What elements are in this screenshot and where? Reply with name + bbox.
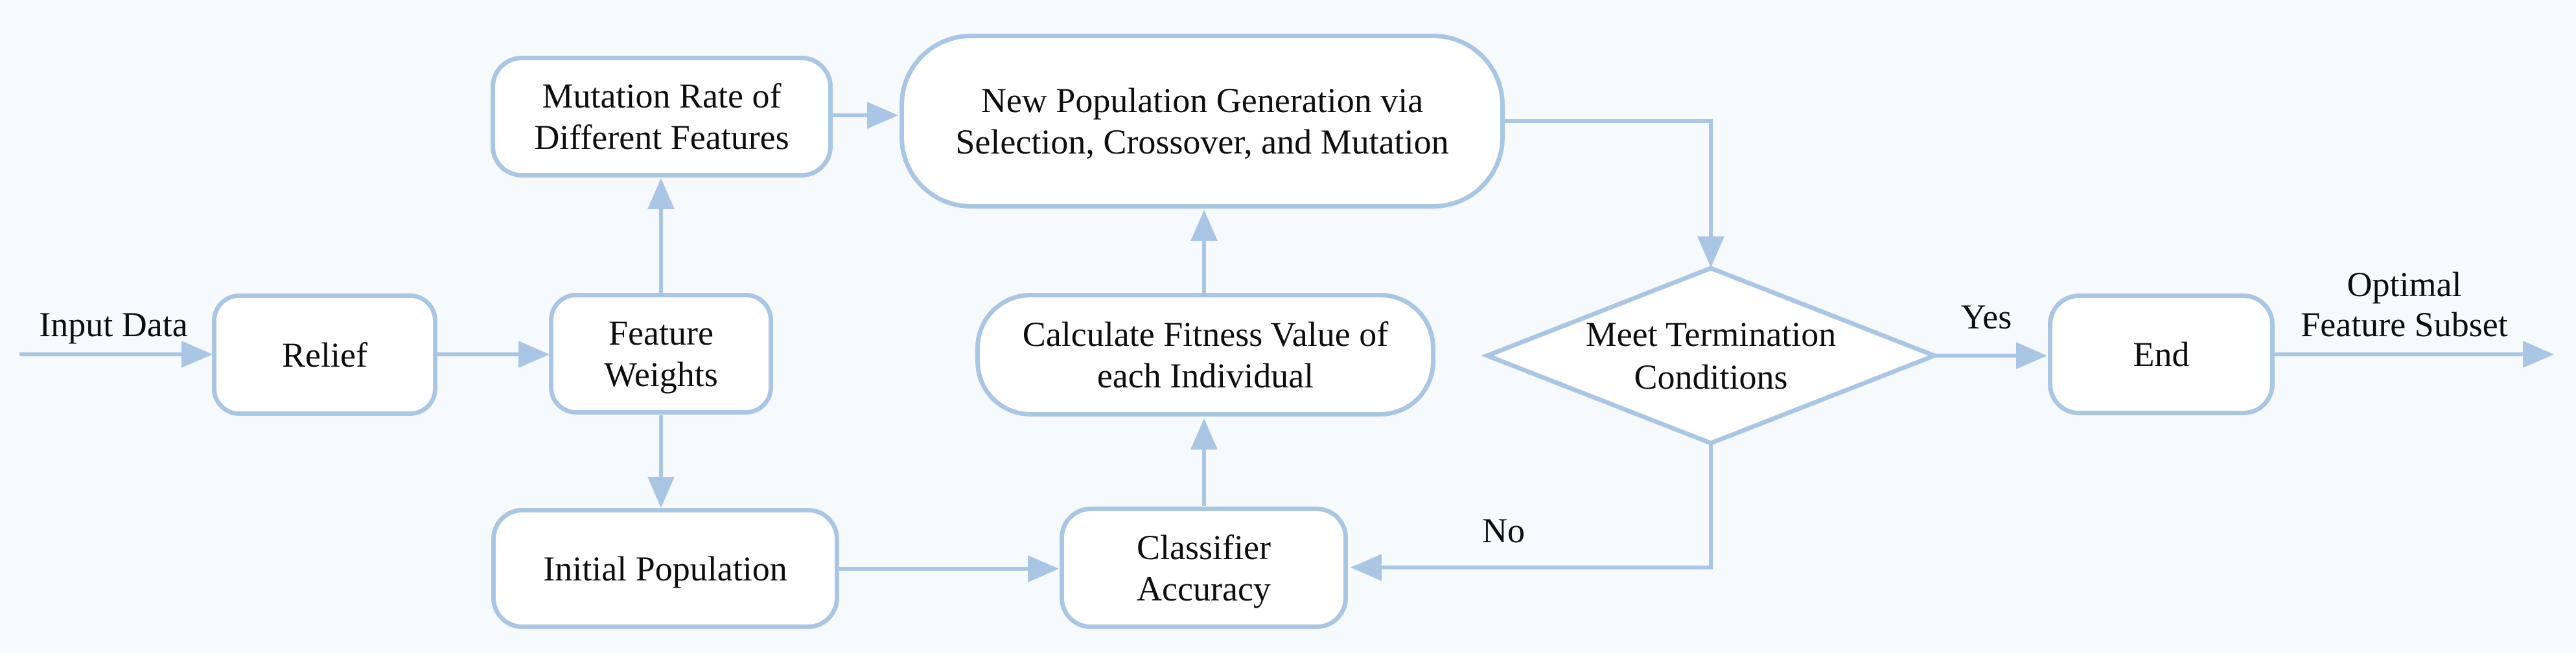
node-initial-population: Initial Population [491, 508, 839, 629]
node-calculate-fitness-line1: Calculate Fitness Value of [1022, 314, 1389, 354]
node-feature-weights-line2: Weights [604, 355, 718, 394]
node-termination-decision-label: Meet Termination Conditions [1549, 312, 1873, 399]
input-data-label: Input Data [13, 305, 214, 344]
node-mutation-rate-line2: Different Features [534, 118, 789, 157]
edge-decision-no-to-classifier [1351, 443, 1713, 581]
node-feature-weights-line1: Feature [609, 314, 714, 352]
node-new-population-line2: Selection, Crossover, and Mutation [955, 122, 1449, 161]
decision-diamond-shape [1481, 266, 1941, 446]
node-initial-population-label: Initial Population [543, 549, 787, 588]
node-classifier-accuracy-line2: Accuracy [1137, 569, 1271, 608]
node-calculate-fitness: Calculate Fitness Value of each Individu… [975, 293, 1435, 417]
no-text: No [1482, 511, 1525, 550]
node-new-population: New Population Generation via Selection,… [899, 34, 1505, 209]
yes-text: Yes [1960, 297, 2012, 336]
node-classifier-accuracy-line1: Classifier [1137, 527, 1271, 567]
node-termination-decision-line2: Conditions [1634, 358, 1788, 396]
input-data-text: Input Data [39, 305, 188, 344]
node-feature-weights: Feature Weights [549, 293, 773, 415]
node-termination-decision-line1: Meet Termination [1585, 315, 1837, 354]
node-mutation-rate: Mutation Rate of Different Features [491, 56, 833, 178]
node-relief-label: Relief [282, 335, 367, 374]
node-classifier-accuracy: Classifier Accuracy [1060, 507, 1348, 629]
optimal-feature-subset-line2: Feature Subset [2301, 305, 2508, 344]
node-calculate-fitness-line2: each Individual [1097, 356, 1314, 395]
optimal-feature-subset-label: Optimal Feature Subset [2255, 264, 2553, 345]
node-new-population-line1: New Population Generation via [981, 81, 1424, 120]
node-mutation-rate-line1: Mutation Rate of [542, 76, 782, 115]
edge-new-population-to-decision [1505, 119, 1724, 268]
yes-label: Yes [1938, 297, 2035, 336]
node-relief: Relief [212, 293, 437, 416]
optimal-feature-subset-line1: Optimal [2347, 265, 2462, 304]
node-end: End [2048, 293, 2275, 415]
node-end-label: End [2133, 335, 2190, 374]
no-label: No [1452, 511, 1555, 550]
